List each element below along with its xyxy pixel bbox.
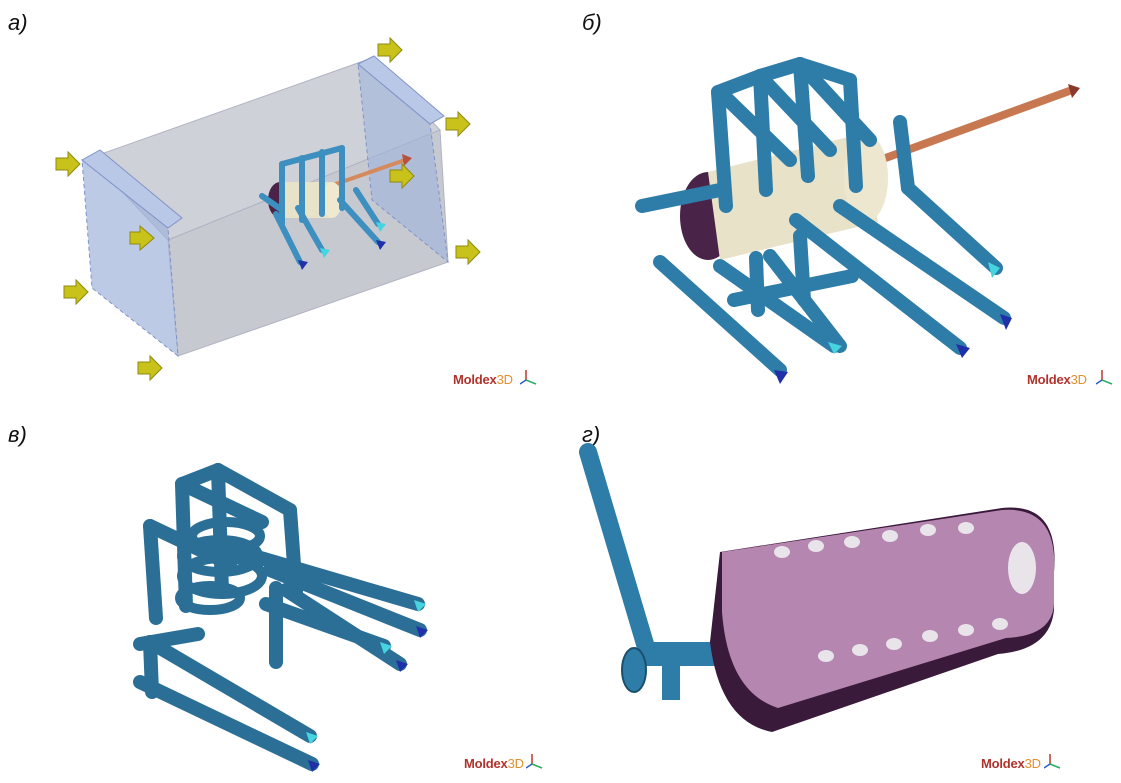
bc-arrow-2	[129, 224, 155, 252]
bc-arrow-4	[137, 354, 163, 382]
panel-c-diagram	[133, 463, 428, 772]
bc-arrow-5	[377, 36, 403, 64]
panel-a-label: а)	[8, 10, 28, 35]
panel-b-diagram	[635, 57, 1080, 384]
box-left-outer	[81, 149, 183, 229]
panel-a-diagram	[55, 36, 481, 382]
bc-arrow-7	[389, 162, 415, 190]
panel-a: а)	[0, 0, 560, 392]
bc-arrow-8	[455, 238, 481, 266]
triad-axes-icon	[526, 754, 543, 769]
box-right-face	[357, 62, 449, 264]
moldex-logo-d: Moldex3D	[981, 756, 1041, 771]
box-right-outer	[357, 55, 445, 125]
bc-arrow-1	[55, 150, 81, 178]
triad-axes-icon	[1096, 370, 1113, 385]
bc-arrow-3	[63, 278, 89, 306]
triad-axes-icon	[1044, 754, 1061, 769]
moldex-logo-b: Moldex3D	[1027, 372, 1087, 387]
triad-axes-icon	[520, 370, 537, 385]
bc-arrow-6	[445, 110, 471, 138]
moldex-logo-c: Moldex3D	[464, 756, 524, 771]
panel-c: в)	[0, 392, 560, 783]
panel-d: г) Moldex3D	[560, 392, 1121, 783]
panel-b-label: б)	[582, 10, 602, 35]
panel-c-label: в)	[8, 422, 27, 447]
moldex-logo-a: Moldex3D	[453, 372, 513, 387]
panel-d-label: г)	[582, 422, 601, 447]
panel-b: б)	[560, 0, 1121, 392]
panel-d-diagram	[579, 443, 1055, 732]
